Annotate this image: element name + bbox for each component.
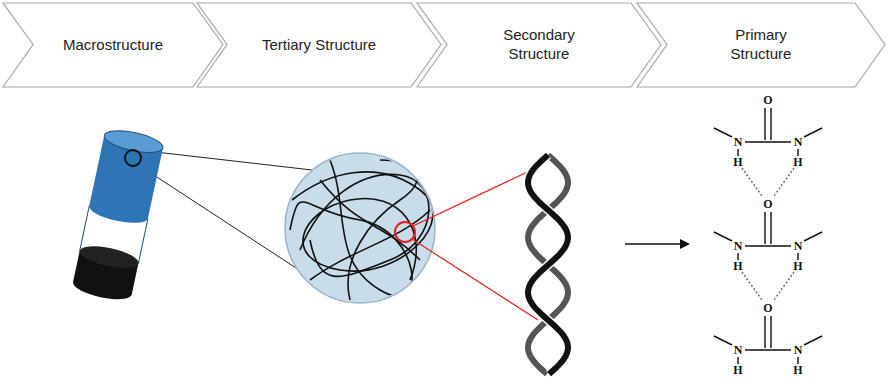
bond xyxy=(714,232,732,241)
chevron-step: Tertiary Structure xyxy=(196,2,442,88)
bond xyxy=(745,245,791,246)
bond xyxy=(714,336,732,345)
atom-symbol: H xyxy=(733,260,742,272)
bond xyxy=(797,357,798,364)
atom-symbol: H xyxy=(733,364,742,376)
atom-symbol: H xyxy=(793,260,802,272)
atom-symbol: O xyxy=(763,302,772,314)
atom-symbol: N xyxy=(734,240,743,252)
atom-symbol: H xyxy=(793,156,802,168)
helix-strand xyxy=(528,155,568,374)
atom-symbol: O xyxy=(763,94,772,106)
chevron-step: Macrostructure xyxy=(2,2,224,88)
atom-symbol: H xyxy=(793,364,802,376)
bond xyxy=(764,108,765,140)
bond xyxy=(804,336,822,345)
bond xyxy=(770,316,771,348)
bond xyxy=(797,253,798,260)
atom-symbol: N xyxy=(794,344,803,356)
bond xyxy=(770,212,771,244)
chevron-step: Secondary Structure xyxy=(416,2,662,88)
bond xyxy=(764,212,765,244)
bond xyxy=(737,357,738,364)
atom-symbol: N xyxy=(734,344,743,356)
step-label: Primary Structure xyxy=(714,26,809,64)
polymer-network xyxy=(285,153,435,303)
bond xyxy=(745,349,791,350)
chevron-step: Primary Structure xyxy=(636,2,886,88)
bond xyxy=(714,128,732,137)
zoom-line xyxy=(412,239,538,320)
step-label: Tertiary Structure xyxy=(262,36,376,55)
bond xyxy=(770,108,771,140)
atom-symbol: N xyxy=(794,136,803,148)
helix-edge xyxy=(528,155,568,374)
atom-symbol: H xyxy=(733,156,742,168)
step-label: Secondary Structure xyxy=(492,26,587,64)
arrow xyxy=(625,243,684,245)
hydrogen-bond xyxy=(742,272,762,300)
arrow-head xyxy=(680,239,690,249)
bond xyxy=(737,253,738,260)
hydrogen-bond xyxy=(742,168,762,196)
bond xyxy=(804,128,822,137)
helix-strand xyxy=(528,155,568,374)
bond xyxy=(737,149,738,156)
helix-edge xyxy=(528,155,568,374)
bond xyxy=(764,316,765,348)
vial xyxy=(71,127,165,304)
zoom-circle xyxy=(125,150,141,166)
double-helix xyxy=(528,155,568,374)
hydrogen-bond xyxy=(774,272,794,300)
atom-symbol: O xyxy=(763,198,772,210)
bond xyxy=(804,232,822,241)
zoom-line xyxy=(138,150,312,170)
hydrogen-bond xyxy=(774,168,794,196)
bond xyxy=(797,149,798,156)
atom-symbol: N xyxy=(734,136,743,148)
urea-bonds xyxy=(714,108,822,364)
atom-symbol: N xyxy=(794,240,803,252)
polymer-chains xyxy=(290,160,433,300)
zoom-line xyxy=(413,168,536,226)
step-label: Macrostructure xyxy=(63,36,163,55)
bond xyxy=(745,141,791,142)
